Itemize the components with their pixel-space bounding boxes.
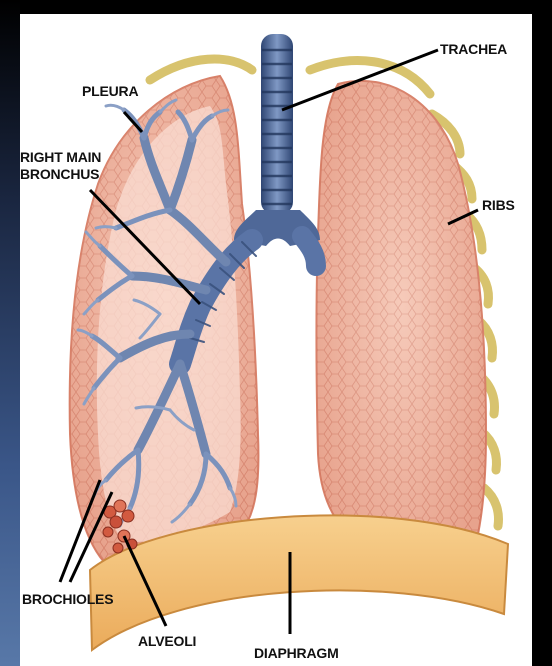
slide-left-gradient-band <box>0 0 20 666</box>
lung-anatomy-diagram: TRACHEA PLEURA RIGHT MAIN BRONCHUS RIBS … <box>20 14 532 666</box>
label-brochioles: BROCHIOLES <box>22 591 113 607</box>
label-trachea: TRACHEA <box>440 41 507 57</box>
label-ribs: RIBS <box>482 197 515 213</box>
label-right-main-bronchus-line1: RIGHT MAIN <box>20 149 101 165</box>
left-main-bronchus <box>302 236 316 266</box>
rib-top-left <box>150 59 252 80</box>
label-pleura: PLEURA <box>82 83 138 99</box>
rib-right-8 <box>484 488 498 526</box>
label-diaphragm: DIAPHRAGM <box>254 645 339 661</box>
lung-diagram-panel: TRACHEA PLEURA RIGHT MAIN BRONCHUS RIBS … <box>20 14 532 666</box>
label-right-main-bronchus-line2: BRONCHUS <box>20 166 99 182</box>
label-alveoli: ALVEOLI <box>138 633 196 649</box>
